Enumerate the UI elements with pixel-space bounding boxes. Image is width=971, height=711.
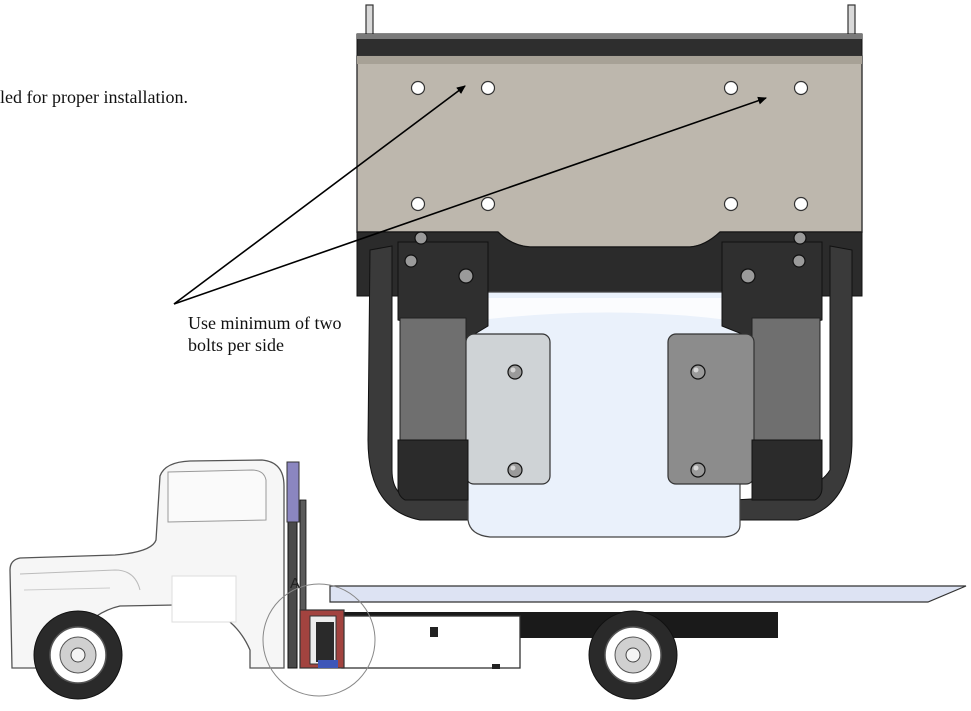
left-lower-bracket [397,439,469,501]
left-inner-plate [465,333,551,485]
callout-text-line2: bolts per side [188,335,284,355]
arrow-to-left-holes [173,85,466,305]
callout-arrows [173,85,767,305]
mast-top [286,461,300,523]
left-outer-plate [397,241,489,339]
flatbed [329,585,967,603]
bracket-bolts [404,231,807,478]
rear-wheel [588,610,678,700]
mounting-plate [356,55,863,248]
installation-note: led for proper installation. [0,87,188,107]
front-wheel [33,610,123,700]
truck-side-view: A [9,459,967,700]
detail-circle-a [262,583,376,697]
callout-text-line1: Use minimum of two [188,313,342,333]
mounting-bracket-assembly [356,4,863,538]
bolt-holes [410,80,809,212]
right-lower-bracket [751,439,823,501]
detail-label-a: A [290,575,300,592]
right-inner-plate [667,333,755,485]
arrow-to-right-holes [173,96,767,305]
toolbox-latch [430,627,438,637]
toolbox [341,615,521,669]
